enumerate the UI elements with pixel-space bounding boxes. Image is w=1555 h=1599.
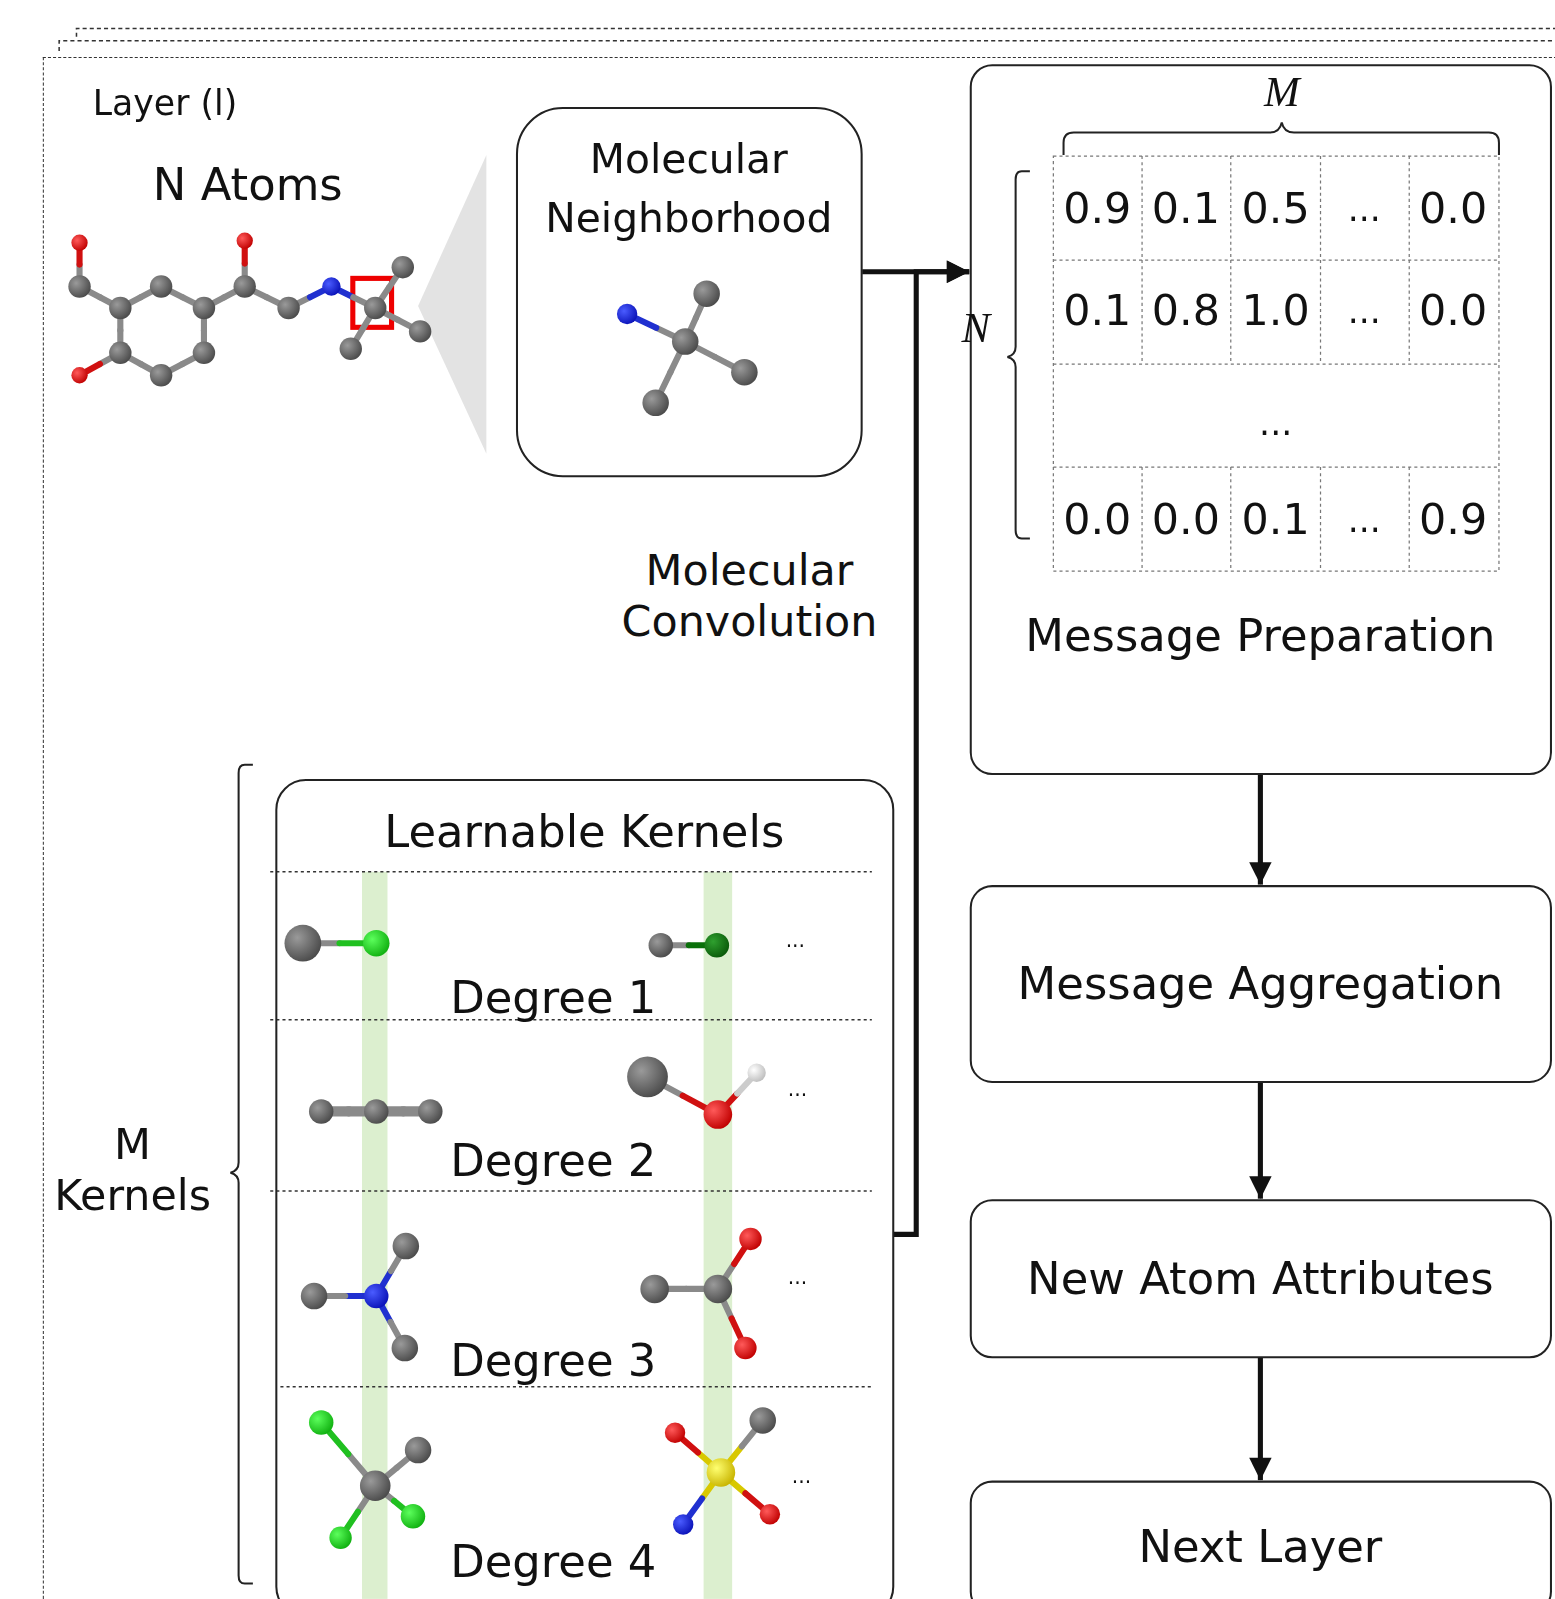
edge-label: Molecular Convolution [622,545,878,648]
ellipsis: ... [786,928,805,952]
atom [693,280,720,307]
matrix-cell: ... [1348,188,1381,230]
atom [109,342,131,364]
atom [642,390,669,417]
atom [71,235,87,251]
connector-arrow [1249,1358,1271,1480]
atom [649,933,673,957]
degree-label: Degree 3 [450,1327,656,1392]
node-title: Message Aggregation [981,951,1539,1016]
atom [418,1099,442,1123]
node-title: Learnable Kernels [287,799,881,864]
matrix-cell: ... [1348,499,1381,541]
matrix-cell: 0.1 [1063,285,1131,336]
ellipsis: ... [788,1264,807,1288]
kernels-caption: M Kernels [54,1119,211,1222]
atom [277,297,299,319]
matrix-cell: ... [1259,402,1292,444]
atom [707,1458,736,1487]
atom [734,1337,756,1359]
atom [409,320,431,342]
node-title: Next Layer [981,1514,1539,1579]
atom [193,342,215,364]
atom [329,1526,351,1548]
atom [731,359,758,386]
matrix-cell: 0.8 [1152,285,1220,336]
matrix-cell: 0.1 [1152,183,1220,234]
matrix-cell: 0.0 [1419,183,1487,234]
atom [109,297,131,319]
connector-arrow [1249,774,1271,884]
matrix-cell: 0.0 [1063,494,1131,545]
atom [234,275,256,297]
atom [193,297,215,319]
matrix-cell: 0.5 [1242,183,1310,234]
process-box: Message Aggregation [969,885,1551,1083]
matrix-cell: ... [1348,290,1381,332]
atom [392,256,414,278]
atom [705,933,729,957]
atom [309,1410,333,1434]
atom [704,1275,733,1304]
atom [747,1064,765,1082]
atom [237,232,253,248]
node-title: Layer (l) [93,79,237,129]
atom [393,1233,420,1260]
atom [68,275,90,297]
atom [627,1056,668,1097]
atom [704,1100,733,1129]
ellipsis: ... [788,1077,807,1101]
node-title: New Atom Attributes [981,1246,1539,1311]
node-title: Molecular Neighborhood [528,129,850,247]
atom [364,1284,388,1308]
atom [301,1283,328,1310]
atom [739,1228,761,1250]
atom [392,1335,419,1362]
atom [150,364,172,386]
atom [150,275,172,297]
degree-label: Degree 1 [450,964,656,1029]
atom [617,304,637,324]
layer-frame: Layer (l) Molecular NeighborhoodMessage P… [43,57,1555,1599]
ellipsis: ... [792,1463,811,1487]
degree-label: Degree 4 [450,1529,656,1594]
atom [284,925,321,962]
atom [71,367,87,383]
atom [364,297,386,319]
atom [405,1437,432,1464]
atom [360,1470,391,1501]
process-box: Next Layer [969,1480,1551,1599]
node-title: Message Preparation [981,602,1539,667]
atom [665,1422,685,1442]
atom [340,338,362,360]
dimension-label: M [1264,66,1300,117]
atom [364,1099,388,1123]
atom [363,930,390,957]
atom [640,1275,669,1304]
atom [672,328,699,355]
matrix-cell: 0.0 [1419,285,1487,336]
matrix-cell: 0.1 [1242,494,1310,545]
atom [673,1514,693,1534]
matrix-cell: 0.9 [1063,183,1131,234]
connector-arrow [1249,1082,1271,1198]
matrix-cell: 1.0 [1242,285,1310,336]
degree-label: Degree 2 [450,1127,656,1192]
atom [322,277,340,295]
atom [309,1099,333,1123]
connector-arrow [894,261,969,1235]
atom [760,1504,780,1524]
dimension-label: N [962,303,991,354]
atom [401,1504,425,1528]
neighborhood-box: Molecular Neighborhood [515,107,862,477]
matrix-cell: 0.0 [1152,494,1220,545]
process-box: New Atom Attributes [969,1199,1551,1358]
matrix-cell: 0.9 [1419,494,1487,545]
atoms-caption: N Atoms [153,159,343,213]
atom [749,1407,776,1434]
